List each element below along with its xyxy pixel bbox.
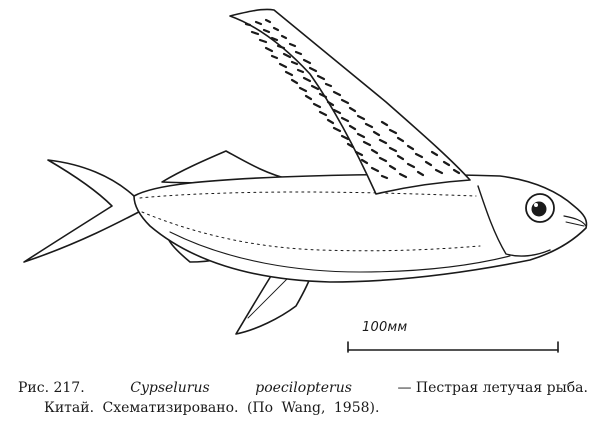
flying-fish-illustration (23, 8, 588, 353)
common-name: — Пестрая летучая рыба. (397, 380, 588, 396)
fish-body (133, 173, 588, 283)
pectoral-fin (229, 8, 471, 195)
lateral-line-upper (139, 191, 477, 199)
lateral-line-lower (141, 211, 481, 252)
scale-bar (347, 341, 559, 353)
gill-cover (477, 185, 551, 257)
caption-line-2: Китай. Схематизировано. (По Wang, 1958). (44, 400, 380, 416)
caudal-fin (23, 159, 155, 263)
species-genus: Cypselurus (130, 380, 210, 396)
species-epithet: poecilopterus (255, 380, 352, 396)
figure-number: Рис. 217. (18, 380, 85, 396)
pelvic-fin (235, 267, 313, 335)
caption-line-1: Рис. 217. Cypselurus poecilopterus — Пес… (18, 378, 588, 398)
scale-bar-label: 100мм (362, 320, 408, 335)
fin-spots (244, 18, 461, 180)
figure-caption: Рис. 217. Cypselurus poecilopterus — Пес… (18, 378, 588, 418)
eye (525, 193, 555, 223)
